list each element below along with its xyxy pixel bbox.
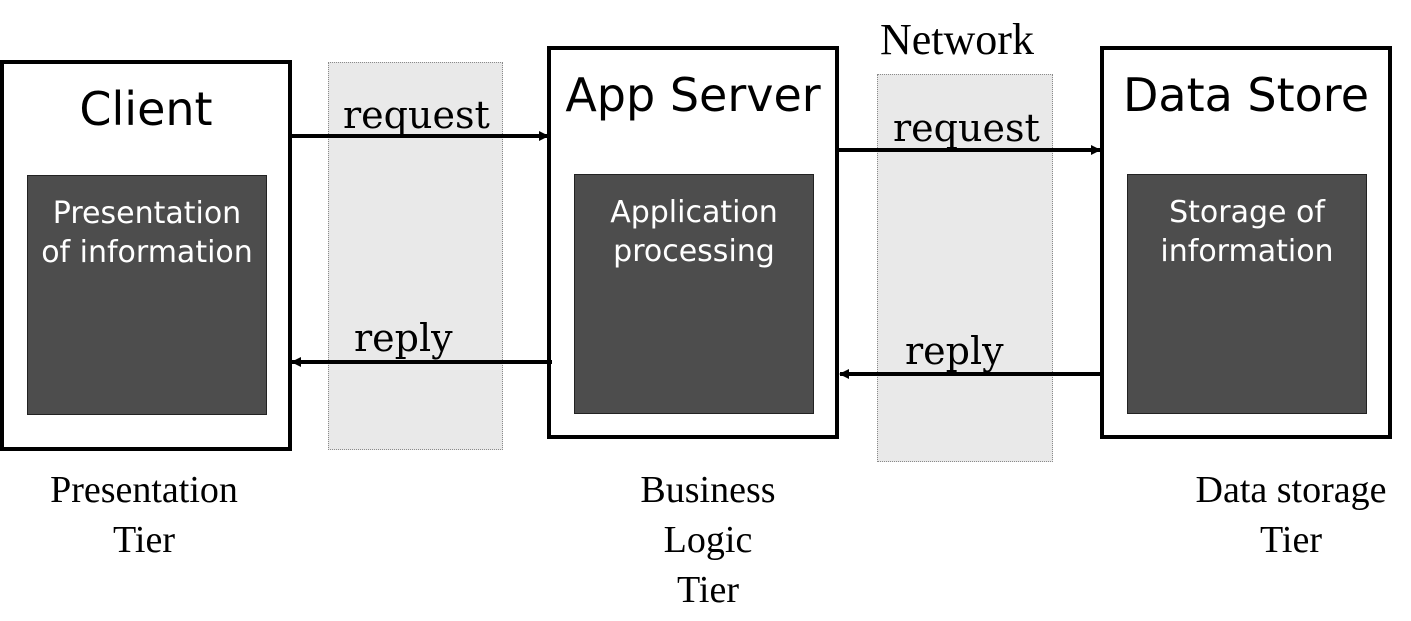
client-inner-panel: Presentation of information <box>27 175 267 415</box>
data-store-box: Data Store Storage of information <box>1100 46 1392 439</box>
client-inner-text: Presentation of information <box>41 196 253 270</box>
data-store-inner-text: Storage of information <box>1160 195 1334 269</box>
data-storage-tier-caption-line-2: Tier <box>1260 519 1322 561</box>
app-to-client-reply-label: reply <box>354 316 453 360</box>
client-to-app-request-label: request <box>343 93 490 137</box>
client-box: Client Presentation of information <box>0 60 292 451</box>
network-label: Network <box>880 15 1034 64</box>
store-to-app-reply-label: reply <box>905 329 1004 373</box>
client-title: Client <box>79 82 213 136</box>
network-band-right <box>877 74 1053 462</box>
data-store-title: Data Store <box>1122 68 1370 122</box>
app-to-store-request-label: request <box>893 106 1040 150</box>
presentation-tier-caption-line-1: Presentation <box>50 469 238 511</box>
app-server-box: App Server Application processing <box>547 46 839 439</box>
business-logic-tier-caption-line-1: Business <box>640 469 776 511</box>
app-server-inner-panel: Application processing <box>574 174 814 414</box>
business-logic-tier-caption-line-2: Logic <box>663 519 753 561</box>
presentation-tier-caption: Presentation Tier <box>14 465 274 565</box>
business-logic-tier-caption-line-3: Tier <box>677 569 739 611</box>
business-logic-tier-caption: Business Logic Tier <box>578 465 838 615</box>
app-server-inner-text: Application processing <box>610 195 778 269</box>
data-store-inner-panel: Storage of information <box>1127 174 1367 414</box>
data-storage-tier-caption-line-1: Data storage <box>1195 469 1387 511</box>
presentation-tier-caption-line-2: Tier <box>113 519 175 561</box>
data-storage-tier-caption: Data storage Tier <box>1161 465 1411 565</box>
app-server-title: App Server <box>565 68 821 122</box>
network-band-left <box>328 62 503 450</box>
